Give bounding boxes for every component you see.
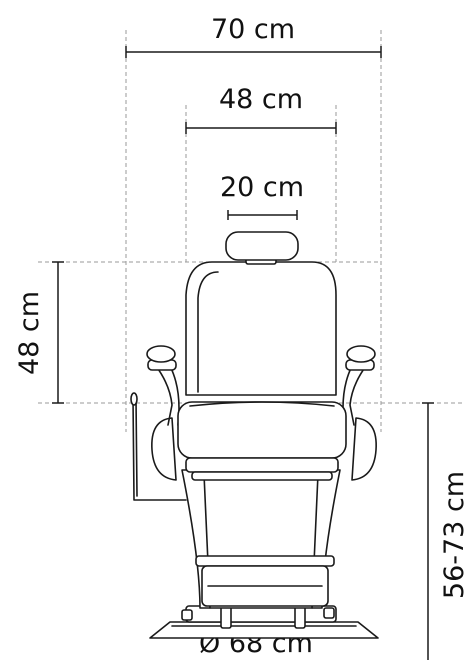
- chair-illustration: [130, 231, 379, 639]
- dimension-lines: [52, 46, 434, 665]
- pump-lever: [130, 392, 187, 501]
- seat-cushion: [177, 401, 347, 459]
- right-armrest: [342, 345, 376, 426]
- footrest: [195, 555, 335, 607]
- backrest-height-label: 48 cm: [14, 291, 45, 375]
- left-armrest: [146, 345, 180, 426]
- overall-width-label: 70 cm: [211, 14, 295, 45]
- seat-width-label: 48 cm: [219, 84, 303, 115]
- seat-frame: [185, 457, 339, 481]
- headrest: [225, 231, 299, 265]
- headrest-width-label: 20 cm: [220, 172, 304, 203]
- seat-height-label: 56-73 cm: [439, 471, 470, 599]
- right-side-panel: [351, 417, 377, 481]
- backrest: [185, 261, 337, 396]
- base-pins: [181, 603, 335, 629]
- left-side-panel: [151, 417, 177, 481]
